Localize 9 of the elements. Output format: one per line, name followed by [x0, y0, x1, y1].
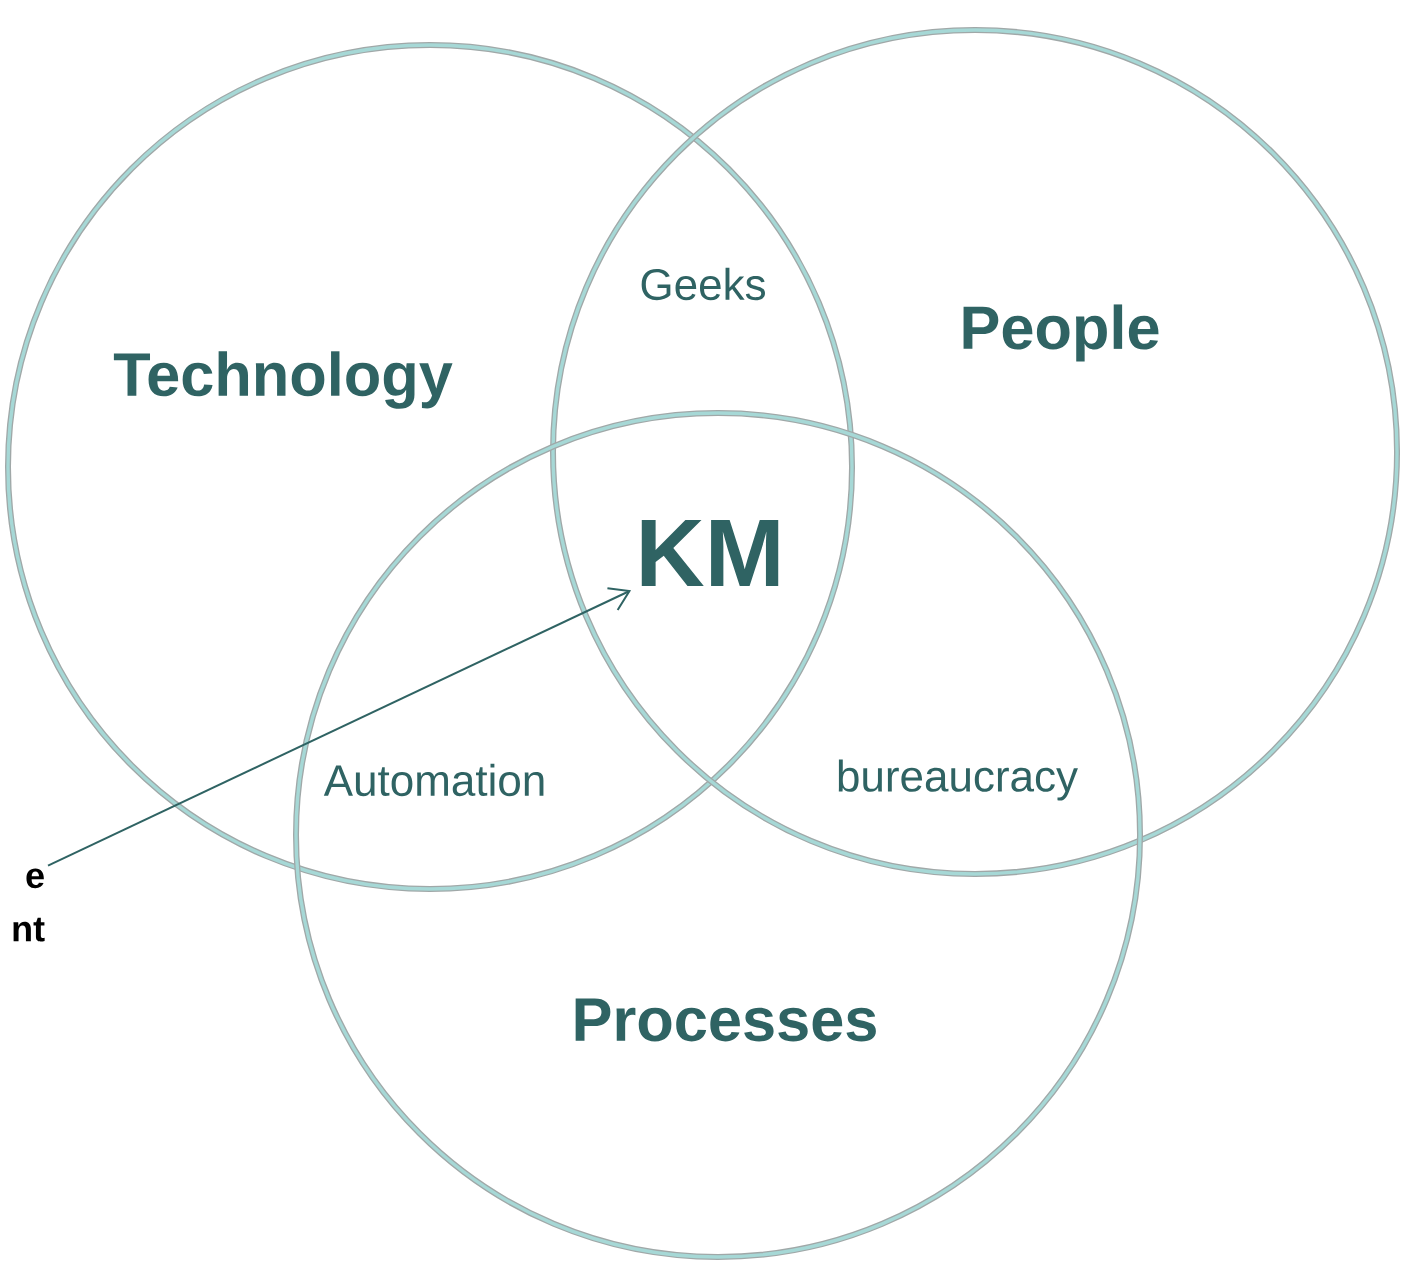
- arrow: [47, 587, 632, 867]
- region-label: bureaucracy: [838, 759, 1078, 801]
- circle-label: Technology: [113, 351, 453, 409]
- region-label: Automation: [323, 763, 544, 797]
- circle-label: Processes: [575, 998, 876, 1042]
- side-label: e nt: [13, 868, 45, 942]
- circle-label: People: [963, 304, 1159, 362]
- center-label: KM: [641, 519, 779, 587]
- region-label: Geeks: [641, 267, 765, 301]
